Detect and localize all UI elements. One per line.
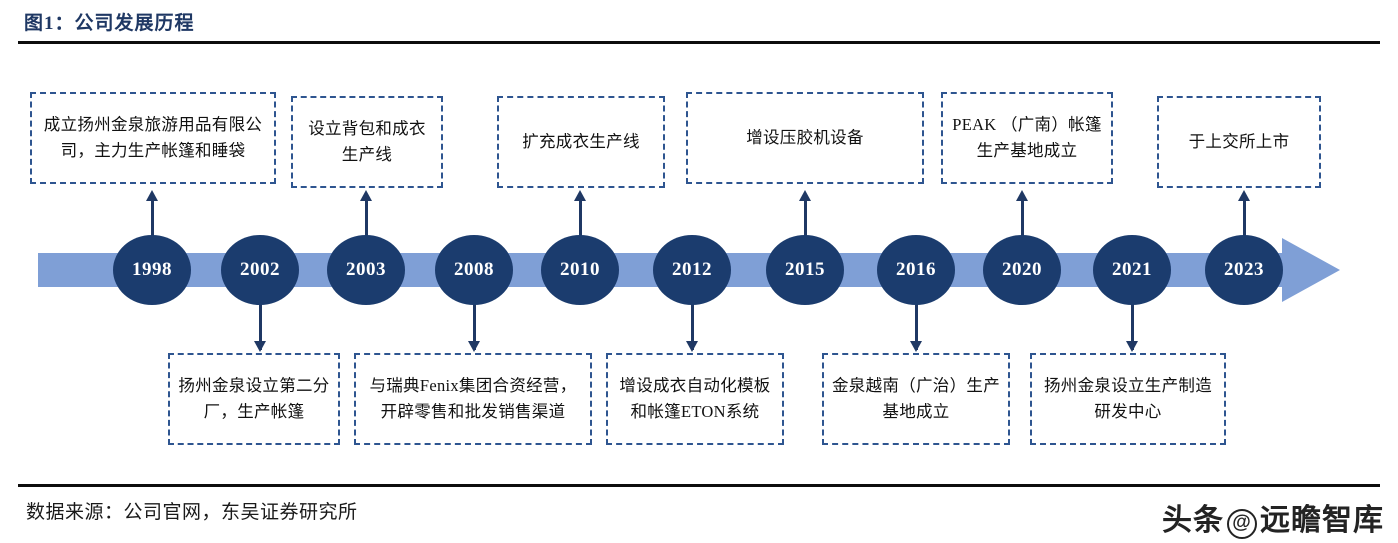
connector-arrow-2003-icon <box>360 190 372 201</box>
watermark-right-text: 远瞻智库 <box>1260 504 1384 537</box>
callout-2020[interactable]: PEAK （广南）帐篷生产基地成立 <box>941 92 1113 184</box>
connector-stem-2021 <box>1131 298 1134 350</box>
timeline-node-2002[interactable]: 2002 <box>221 235 299 305</box>
callout-2023[interactable]: 于上交所上市 <box>1157 96 1321 188</box>
connector-arrow-2021-icon <box>1126 341 1138 352</box>
connector-stem-2002 <box>259 298 262 350</box>
callout-2015[interactable]: 增设压胶机设备 <box>686 92 924 184</box>
callout-2010[interactable]: 扩充成衣生产线 <box>497 96 665 188</box>
connector-arrow-2020-icon <box>1016 190 1028 201</box>
callout-2012[interactable]: 增设成衣自动化模板和帐篷ETON系统 <box>606 353 784 445</box>
timeline-node-2015[interactable]: 2015 <box>766 235 844 305</box>
timeline-node-2021[interactable]: 2021 <box>1093 235 1171 305</box>
footer-divider <box>18 484 1380 487</box>
connector-arrow-2016-icon <box>910 341 922 352</box>
connector-stem-1998 <box>151 196 154 244</box>
connector-arrow-2008-icon <box>468 341 480 352</box>
connector-arrow-2010-icon <box>574 190 586 201</box>
callout-2008[interactable]: 与瑞典Fenix集团合资经营，开辟零售和批发销售渠道 <box>354 353 592 445</box>
callout-2016[interactable]: 金泉越南（广治）生产基地成立 <box>822 353 1010 445</box>
connector-arrow-1998-icon <box>146 190 158 201</box>
connector-arrow-2002-icon <box>254 341 266 352</box>
callout-2021[interactable]: 扬州金泉设立生产制造研发中心 <box>1030 353 1226 445</box>
timeline-arrow-head-icon <box>1282 238 1340 302</box>
timeline-node-2010[interactable]: 2010 <box>541 235 619 305</box>
connector-stem-2003 <box>365 196 368 244</box>
connector-stem-2016 <box>915 298 918 350</box>
source-note: 数据来源：公司官网，东吴证券研究所 <box>26 502 358 523</box>
timeline-node-2008[interactable]: 2008 <box>435 235 513 305</box>
connector-arrow-2023-icon <box>1238 190 1250 201</box>
connector-arrow-2015-icon <box>799 190 811 201</box>
connector-stem-2010 <box>579 196 582 244</box>
at-sign-icon: @ <box>1227 509 1257 539</box>
callout-2003[interactable]: 设立背包和成衣生产线 <box>291 96 443 188</box>
connector-stem-2023 <box>1243 196 1246 244</box>
watermark-left-text: 头条 <box>1162 504 1224 537</box>
connector-stem-2015 <box>804 196 807 244</box>
timeline-node-2020[interactable]: 2020 <box>983 235 1061 305</box>
timeline-node-2016[interactable]: 2016 <box>877 235 955 305</box>
title-divider <box>18 41 1380 44</box>
callout-1998[interactable]: 成立扬州金泉旅游用品有限公司，主力生产帐篷和睡袋 <box>30 92 276 184</box>
connector-stem-2008 <box>473 298 476 350</box>
connector-stem-2020 <box>1021 196 1024 244</box>
watermark: 头条@远瞻智库 <box>1162 495 1384 539</box>
timeline-node-2012[interactable]: 2012 <box>653 235 731 305</box>
page-title: 图1：公司发展历程 <box>24 13 195 34</box>
timeline-node-2003[interactable]: 2003 <box>327 235 405 305</box>
connector-arrow-2012-icon <box>686 341 698 352</box>
connector-stem-2012 <box>691 298 694 350</box>
timeline-node-1998[interactable]: 1998 <box>113 235 191 305</box>
timeline-node-2023[interactable]: 2023 <box>1205 235 1283 305</box>
callout-2002[interactable]: 扬州金泉设立第二分厂，生产帐篷 <box>168 353 340 445</box>
